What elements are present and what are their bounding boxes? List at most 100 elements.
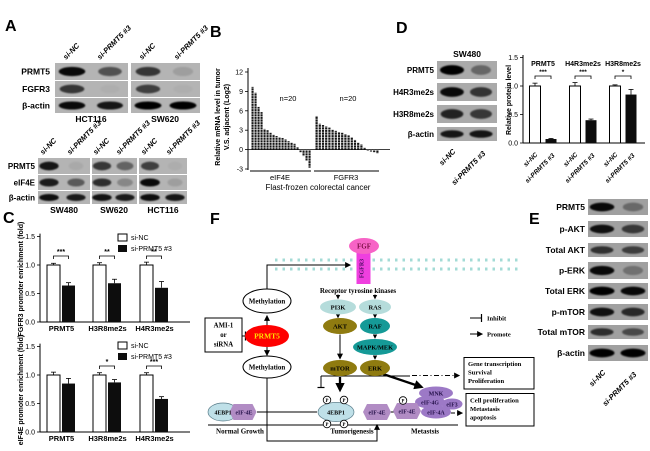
y-tick-label: 0.5 — [25, 291, 35, 298]
rect — [62, 383, 75, 432]
blot-band — [92, 161, 112, 171]
fgf-node — [349, 238, 379, 254]
blot-band — [589, 286, 615, 296]
y-tick-label: 0.0 — [25, 430, 35, 437]
mnk-label: MNK — [429, 392, 444, 398]
panel-d-ylabel: Relative protein level — [506, 64, 513, 136]
ami1-label: siRNA — [214, 342, 233, 349]
rect — [92, 264, 107, 323]
blot-band — [134, 101, 162, 110]
panel-b-bar — [263, 128, 266, 150]
blot-band — [165, 193, 185, 202]
mtor-label: mTOR — [330, 366, 350, 373]
sig-bracket — [53, 255, 69, 259]
blot-band — [589, 307, 615, 317]
panel-b-bar — [325, 126, 328, 150]
rect — [118, 353, 127, 360]
legend-label: si-NC — [131, 343, 149, 350]
pi3k-label: PI3K — [331, 305, 346, 312]
y-tick-label: 1.5 — [25, 344, 35, 351]
stage-label: Normal Growth — [216, 428, 264, 436]
eif4a-label: eIF-4A — [427, 411, 445, 417]
legend-label: si-PRMT5 #3 — [131, 246, 172, 253]
y-tick-label: 1.0 — [25, 263, 35, 270]
4ebp1-phospho-node — [317, 402, 355, 422]
panel-d-label: D — [396, 20, 408, 37]
y-tick-label: 1.5 — [25, 234, 35, 241]
blot-band — [58, 101, 86, 110]
rect — [117, 233, 128, 242]
panel-b-bar — [254, 92, 257, 150]
methylation-to-eif4e-edge — [266, 378, 380, 442]
blot-row-label: β-actin — [9, 194, 35, 203]
eif4e-node — [229, 404, 257, 420]
n-label: n=20 — [340, 94, 357, 103]
blot-band — [470, 109, 492, 119]
blot-row-label: PRMT5 — [8, 162, 36, 171]
outcome-text: Metastasis — [470, 406, 500, 413]
blot-row-label: H4R3me2s — [393, 88, 434, 97]
panel-b-bar — [290, 142, 293, 150]
panel-b-label: B — [210, 24, 222, 41]
panel-b-bar — [293, 143, 296, 150]
blot-band — [140, 193, 160, 202]
group-label: eIF4E — [270, 173, 290, 182]
significance-stars: *** — [57, 249, 65, 256]
significance-stars: *** — [579, 69, 587, 76]
lane-label: si-NC — [139, 136, 160, 157]
y-tick-label: 6 — [239, 108, 243, 115]
panel-b-bar — [296, 147, 299, 150]
panel-b-bar — [331, 129, 334, 150]
blot-band — [98, 66, 122, 77]
blot-band — [621, 246, 645, 254]
blot-band — [620, 348, 646, 358]
blot-band — [469, 130, 493, 138]
panel-b-bar — [350, 137, 353, 150]
y-tick-label: 0 — [239, 147, 243, 154]
rect — [139, 264, 154, 323]
blot-band — [622, 202, 644, 212]
panel-b-bar — [328, 127, 331, 150]
phosphate-label: P — [326, 399, 329, 404]
rect — [463, 357, 535, 390]
blot-row-label: PRMT5 — [407, 66, 435, 75]
sig-bracket — [574, 75, 592, 79]
panel-b-bar — [305, 149, 308, 161]
category-label: H3R8me2s — [88, 324, 126, 333]
blot-band — [167, 161, 183, 171]
rect — [62, 285, 75, 322]
akt-label: AKT — [333, 324, 348, 331]
category-label: H4R3me2s — [135, 434, 173, 443]
panel-b-bar — [344, 134, 347, 150]
cell-line-label: SW620 — [100, 205, 128, 215]
y-tick-label: -3 — [237, 167, 243, 174]
lane-label: si-NC — [38, 136, 59, 157]
rect — [155, 398, 168, 432]
blot-band — [140, 161, 160, 171]
blot-band — [116, 161, 134, 171]
significance-stars: *** — [150, 359, 158, 366]
ras-label: RAS — [368, 305, 381, 312]
legend-promote-label: Promote — [487, 332, 511, 339]
legend-inhibit-label: Inhibit — [487, 316, 507, 323]
blot-row-label: β-actin — [22, 101, 50, 111]
outcome-text: Gene transcription — [468, 361, 522, 368]
blot-title: SW480 — [453, 49, 481, 59]
blot-row-label: p-mTOR — [552, 307, 585, 317]
ras-node — [359, 299, 391, 315]
y-tick-label: 0.5 — [508, 112, 518, 119]
eif3-node — [441, 398, 463, 410]
eif3-label: eIF3 — [446, 403, 457, 409]
rect — [465, 393, 535, 427]
panel-b-bar — [334, 130, 337, 150]
cell-line-label: HCT116 — [147, 205, 178, 215]
prmt5-label: PRMT5 — [254, 332, 280, 341]
methylation-top-node — [242, 288, 292, 314]
lane-label: si-NC — [437, 147, 458, 168]
blot-band — [39, 178, 59, 187]
rect — [117, 341, 128, 350]
legend-label: si-NC — [131, 235, 149, 242]
rect — [585, 120, 597, 143]
